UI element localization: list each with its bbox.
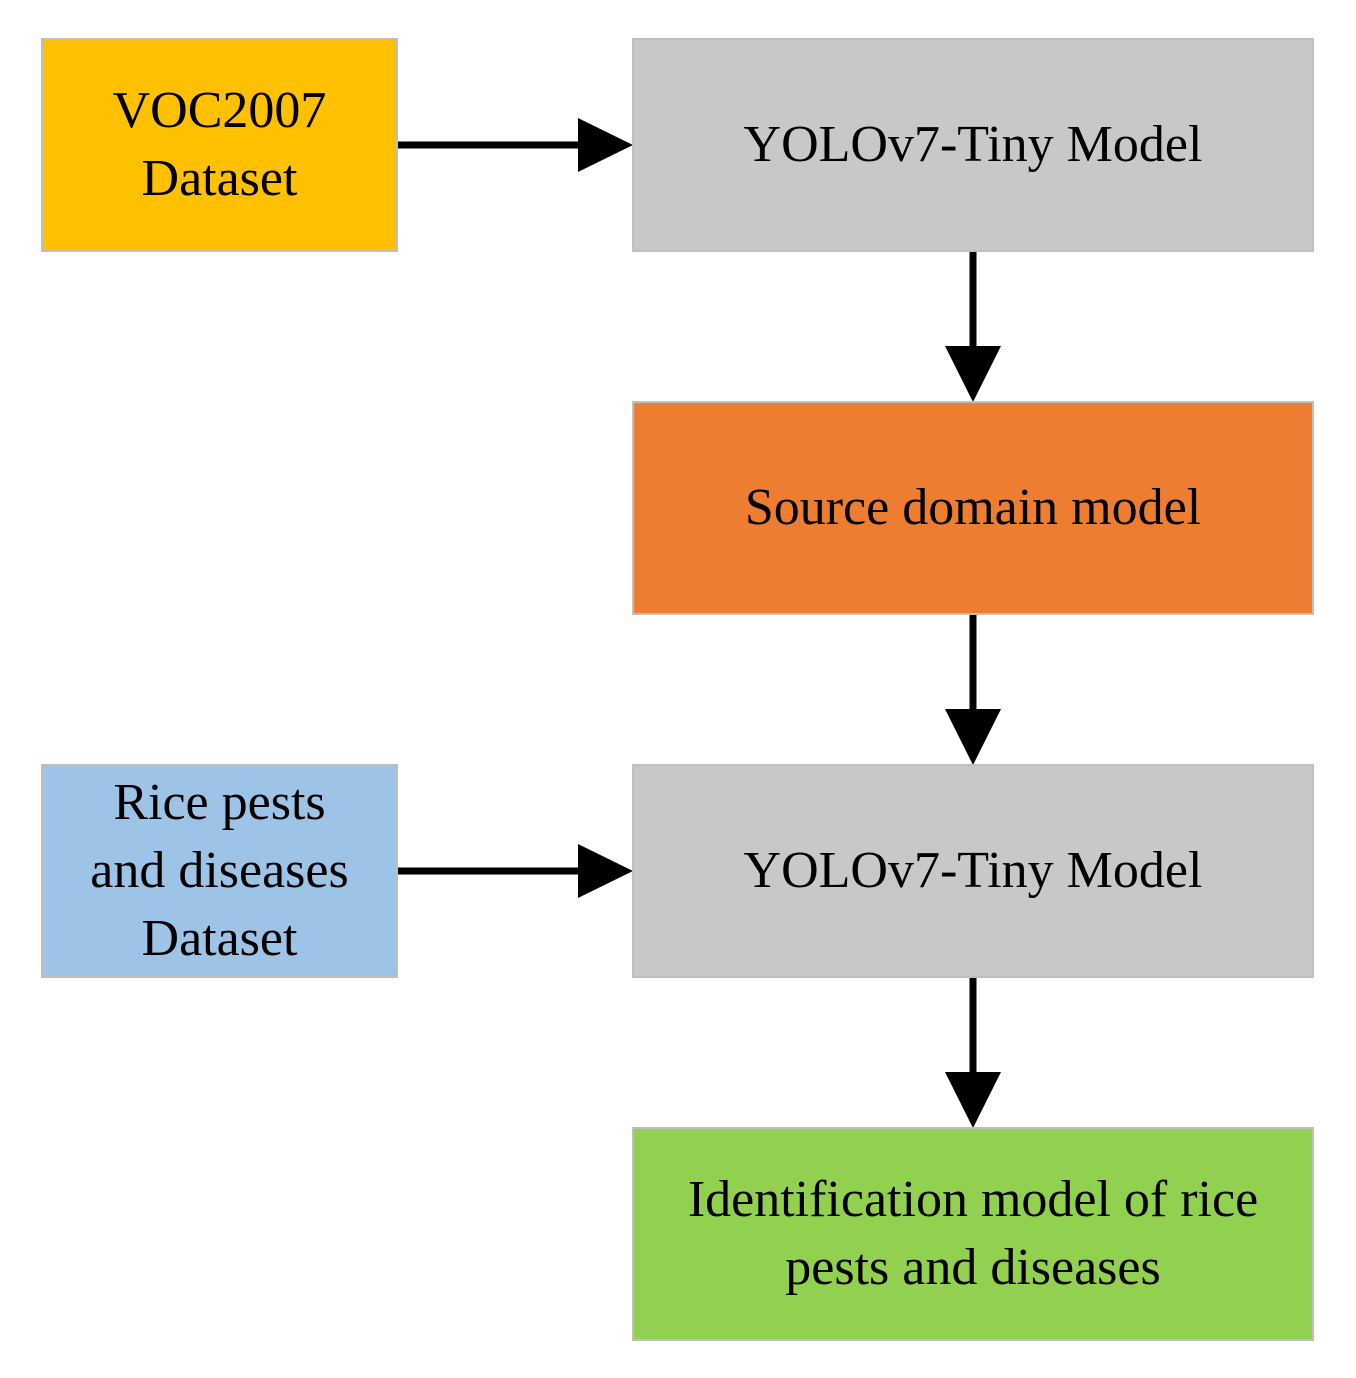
yolo-model-top-line-1: YOLOv7-Tiny Model <box>743 116 1203 173</box>
yolo-model-box-bottom: YOLOv7-Tiny Model <box>632 764 1314 978</box>
yolo-model-top-label: YOLOv7-Tiny Model <box>744 111 1203 179</box>
voc-dataset-box: VOC2007 Dataset <box>41 38 398 252</box>
rice-dataset-line-2: and diseases <box>90 842 349 899</box>
identification-model-line-1: Identification model of rice <box>687 1171 1259 1228</box>
identification-model-line-2: pests and diseases <box>785 1239 1161 1296</box>
rice-dataset-box: Rice pests and diseases Dataset <box>41 764 398 978</box>
source-domain-model-box: Source domain model <box>632 401 1314 615</box>
arrowhead-voc-to-yolo1 <box>578 118 633 172</box>
source-domain-model-label: Source domain model <box>745 474 1201 542</box>
source-domain-model-line-1: Source domain model <box>744 479 1202 536</box>
voc-dataset-line-1: VOC2007 <box>112 82 327 139</box>
arrowhead-rice-to-yolo2 <box>578 844 633 898</box>
yolo-model-box-top: YOLOv7-Tiny Model <box>632 38 1314 252</box>
voc-dataset-line-2: Dataset <box>141 150 298 207</box>
rice-dataset-label: Rice pests and diseases Dataset <box>90 769 348 973</box>
rice-dataset-line-3: Dataset <box>141 910 298 967</box>
arrowhead-yolo2-to-identification <box>945 1072 1001 1128</box>
identification-model-label: Identification model of rice pests and d… <box>688 1166 1258 1302</box>
identification-model-box: Identification model of rice pests and d… <box>632 1127 1314 1341</box>
voc-dataset-label: VOC2007 Dataset <box>113 77 327 213</box>
rice-dataset-line-1: Rice pests <box>113 774 326 831</box>
arrowhead-yolo1-to-source <box>945 346 1001 402</box>
yolo-model-bottom-label: YOLOv7-Tiny Model <box>744 837 1203 905</box>
arrowhead-source-to-yolo2 <box>945 709 1001 765</box>
yolo-model-bottom-line-1: YOLOv7-Tiny Model <box>743 842 1203 899</box>
